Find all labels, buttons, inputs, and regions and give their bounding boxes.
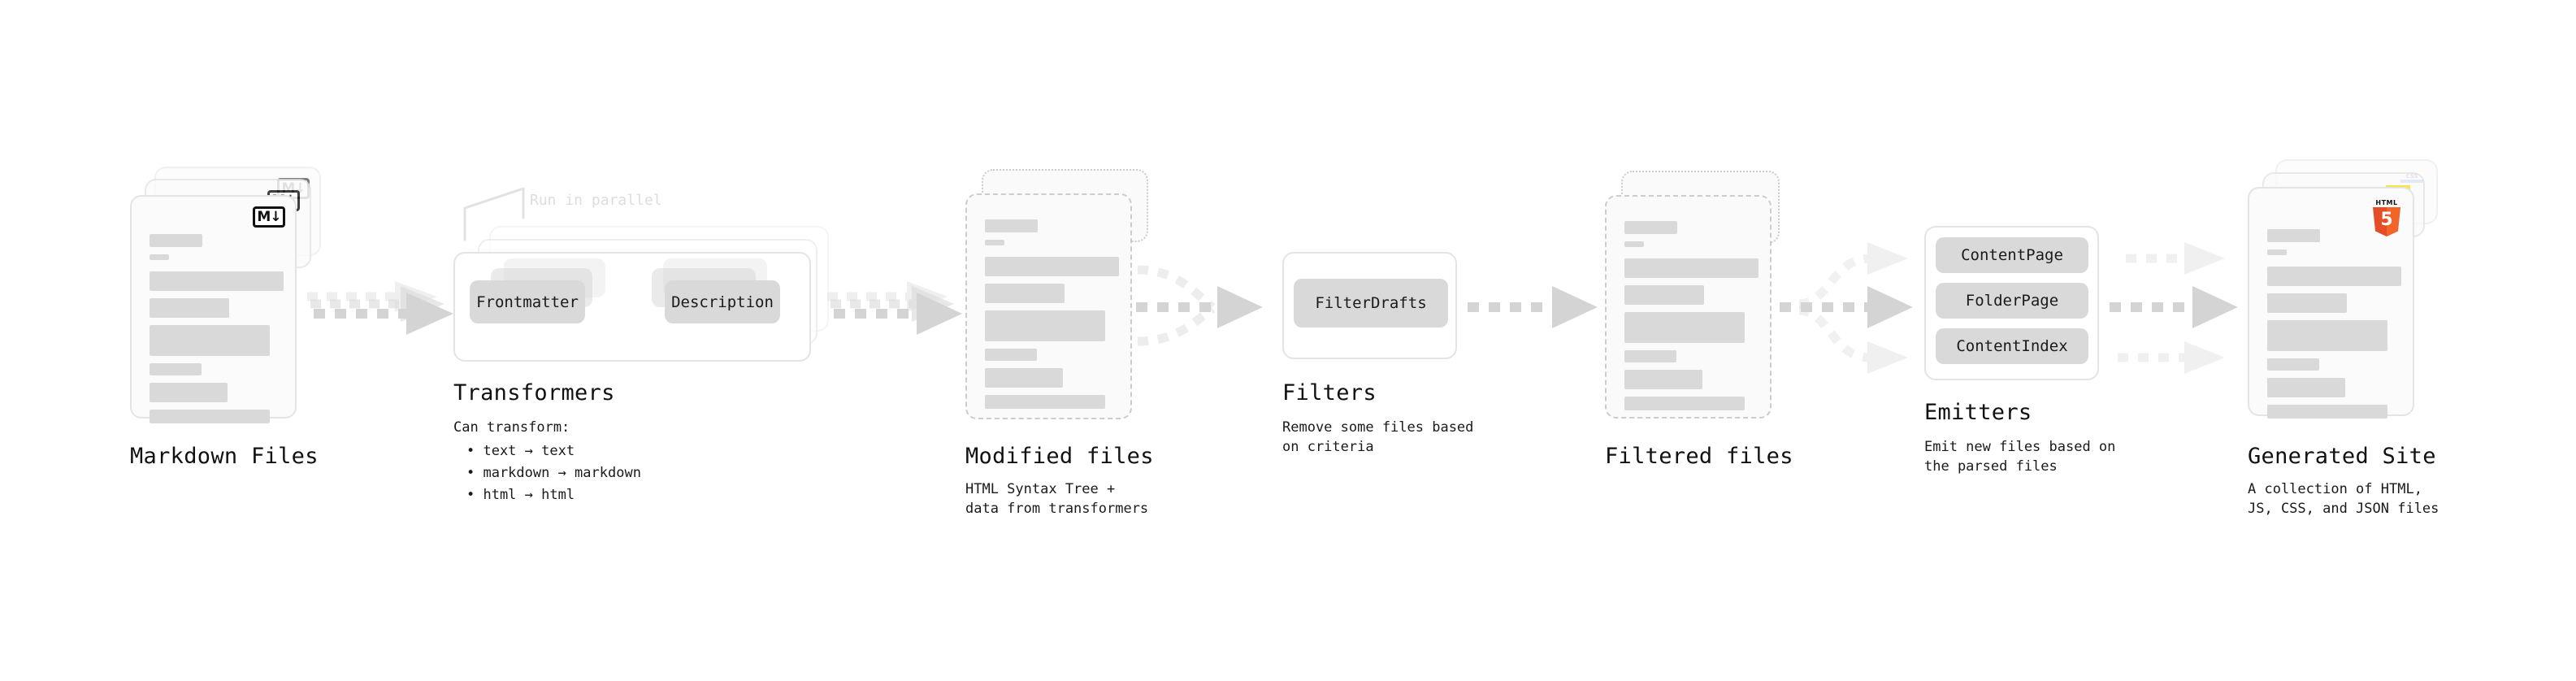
html5-number: 5: [2380, 210, 2393, 230]
skeleton-bar: [1624, 370, 1702, 389]
skeleton-bar: [1624, 350, 1676, 362]
skeleton-bar: [1624, 397, 1745, 410]
arrow-emitters-to-site-mid: [2110, 286, 2238, 328]
transformers-caption-item-2: • html → html: [466, 487, 575, 503]
filters-title: Filters: [1282, 380, 1377, 406]
modified-skeleton: [985, 219, 1119, 416]
arrow-filtered-to-emitters-up: [1798, 242, 1908, 309]
skeleton-bar: [150, 325, 270, 356]
arrow-transformers-to-modified-3: [834, 293, 962, 335]
emitters-chip-contentindex[interactable]: ContentIndex: [1936, 328, 2088, 364]
transformers-caption-head: Can transform:: [453, 419, 570, 436]
site-skeleton: [2267, 229, 2401, 426]
html5-icon: HTML 5: [2372, 199, 2401, 236]
transformers-chip-frontmatter[interactable]: Frontmatter: [470, 280, 585, 323]
skeleton-bar: [985, 240, 1004, 245]
markdown-sheet-front[interactable]: M↓: [130, 195, 297, 423]
skeleton-bar: [1624, 221, 1677, 234]
skeleton-bar: [985, 284, 1065, 303]
markdown-files-title: Markdown Files: [130, 444, 319, 469]
filters-caption: Remove some files based on criteria: [1282, 419, 1474, 455]
transformers-title: Transformers: [453, 380, 615, 406]
skeleton-bar: [150, 410, 270, 423]
skeleton-bar: [1624, 312, 1745, 343]
arrow-markdown-to-transformers: [307, 281, 437, 312]
arrow-transformers-to-modified: [827, 281, 948, 312]
skeleton-bar: [1624, 285, 1704, 305]
modified-files-title: Modified files: [965, 444, 1154, 469]
arrow-filtered-to-emitters-down: [1798, 306, 1908, 374]
skeleton-bar: [1624, 258, 1759, 278]
html5-word: HTML: [2375, 199, 2398, 206]
arrow-transformers-to-modified-2: [830, 286, 954, 322]
skeleton-bar: [2267, 358, 2319, 371]
skeleton-bar: [150, 254, 169, 260]
generated-site-caption: A collection of HTML, JS, CSS, and JSON …: [2248, 481, 2439, 517]
skeleton-bar: [2267, 229, 2320, 242]
filtered-files-title: Filtered files: [1605, 444, 1793, 469]
skeleton-bar: [985, 368, 1063, 388]
modified-sheet-front[interactable]: [965, 193, 1132, 419]
filtered-skeleton: [1624, 221, 1759, 418]
filtered-sheet-front[interactable]: [1605, 195, 1772, 419]
skeleton-bar: [2267, 378, 2345, 397]
skeleton-bar: [150, 271, 284, 291]
skeleton-bar: [1624, 241, 1644, 247]
skeleton-bar: [2267, 405, 2387, 419]
transformers-caption-item-1: • markdown → markdown: [466, 465, 641, 481]
transformers-caption-item-0: • text → text: [466, 443, 575, 459]
skeleton-bar: [985, 310, 1105, 341]
arrow-emitters-to-site-up: [2126, 242, 2225, 275]
skeleton-bar: [985, 395, 1105, 409]
skeleton-bar: [985, 219, 1038, 232]
skeleton-bar: [150, 383, 228, 402]
skeleton-bar: [150, 363, 202, 375]
arrow-modified-to-filters-3: [1136, 286, 1263, 328]
skeleton-bar: [150, 234, 202, 247]
arrow-markdown-to-transformers-2: [310, 286, 445, 322]
skeleton-bar: [150, 298, 229, 318]
emitters-chip-contentpage[interactable]: ContentPage: [1936, 237, 2088, 273]
markdown-icon: M↓: [253, 206, 285, 228]
markdown-badge-front: M↓: [253, 206, 285, 228]
arrow-modified-to-filters-2: [1137, 305, 1216, 346]
skeleton-bar: [2267, 293, 2347, 313]
arrow-markdown-to-transformers-3: [314, 293, 453, 335]
skeleton-bar: [2267, 249, 2287, 255]
skeleton-bar: [985, 257, 1119, 276]
emitters-title: Emitters: [1924, 400, 2032, 425]
site-sheet-html[interactable]: HTML 5: [2248, 187, 2414, 419]
skeleton-bar: [985, 349, 1037, 361]
skeleton-bar: [2267, 320, 2387, 351]
arrow-emitters-to-site-down: [2118, 341, 2225, 374]
markdown-skeleton: [150, 234, 284, 431]
emitters-caption: Emit new files based on the parsed files: [1924, 439, 2116, 475]
modified-files-caption: HTML Syntax Tree + data from transformer…: [965, 481, 1149, 517]
transformers-chip-description[interactable]: Description: [665, 280, 780, 323]
arrow-filters-to-filtered: [1468, 286, 1598, 328]
html5-shield: 5: [2373, 207, 2400, 236]
html5-badge-wrap: HTML 5: [2372, 199, 2401, 236]
skeleton-bar: [2267, 267, 2401, 286]
arrow-modified-to-filters: [1137, 265, 1216, 311]
run-in-parallel-note: Run in parallel: [530, 192, 662, 209]
generated-site-title: Generated Site: [2248, 444, 2436, 469]
arrow-filtered-to-emitters-mid: [1780, 286, 1913, 328]
emitters-chip-folderpage[interactable]: FolderPage: [1936, 283, 2088, 319]
filters-chip-filterdrafts[interactable]: FilterDrafts: [1294, 279, 1448, 327]
